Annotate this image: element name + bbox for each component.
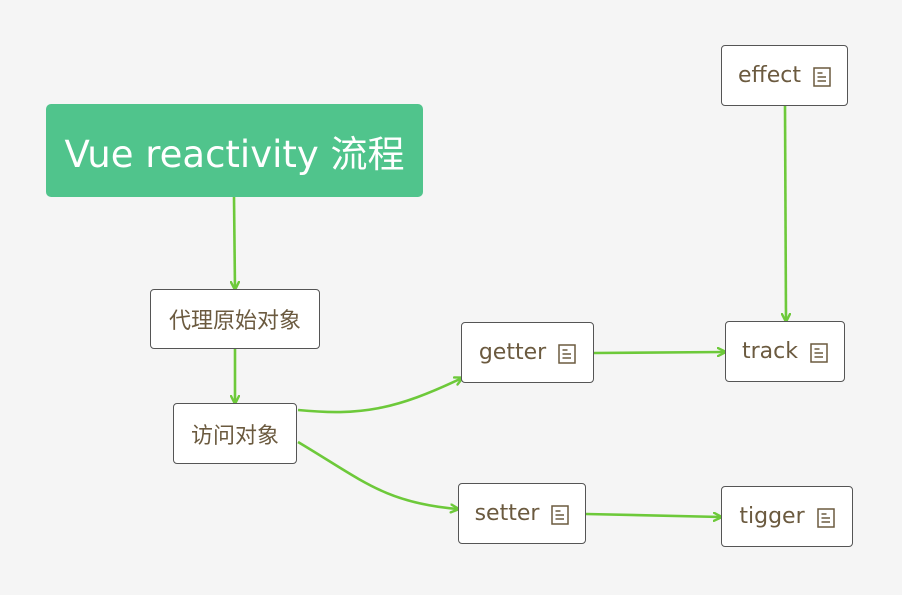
node-track-label: track [742,339,798,364]
root-topic-label: Vue reactivity 流程 [64,132,405,176]
node-access-object[interactable]: 访问对象 [173,403,297,464]
node-getter-label: getter [478,340,547,365]
root-topic[interactable]: Vue reactivity 流程 [46,104,423,197]
node-track[interactable]: track [725,321,845,382]
node-setter-label: setter [474,501,540,526]
node-proxy-label: 代理原始对象 [168,309,301,334]
note-icon[interactable] [551,504,570,525]
node-getter[interactable]: getter [461,322,594,383]
note-icon[interactable] [558,343,576,364]
edge-setter-to-tigger [585,514,721,517]
node-access-label: 访问对象 [190,423,279,449]
note-icon[interactable] [810,342,828,363]
note-icon[interactable] [813,66,831,87]
node-setter[interactable]: setter [458,483,586,544]
node-effect-label: effect [738,63,801,88]
edge-access-to-getter [297,378,462,414]
node-effect[interactable]: effect [721,45,848,106]
edge-access-to-setter [297,440,458,509]
node-proxy-original-object[interactable]: 代理原始对象 [150,289,320,349]
node-tigger[interactable]: tigger [721,486,853,547]
node-tigger-label: tigger [739,504,805,529]
note-icon[interactable] [816,507,835,528]
edge-getter-to-track [593,352,725,353]
edge-root-to-proxy [234,196,235,289]
edge-effect-to-track [785,105,786,321]
